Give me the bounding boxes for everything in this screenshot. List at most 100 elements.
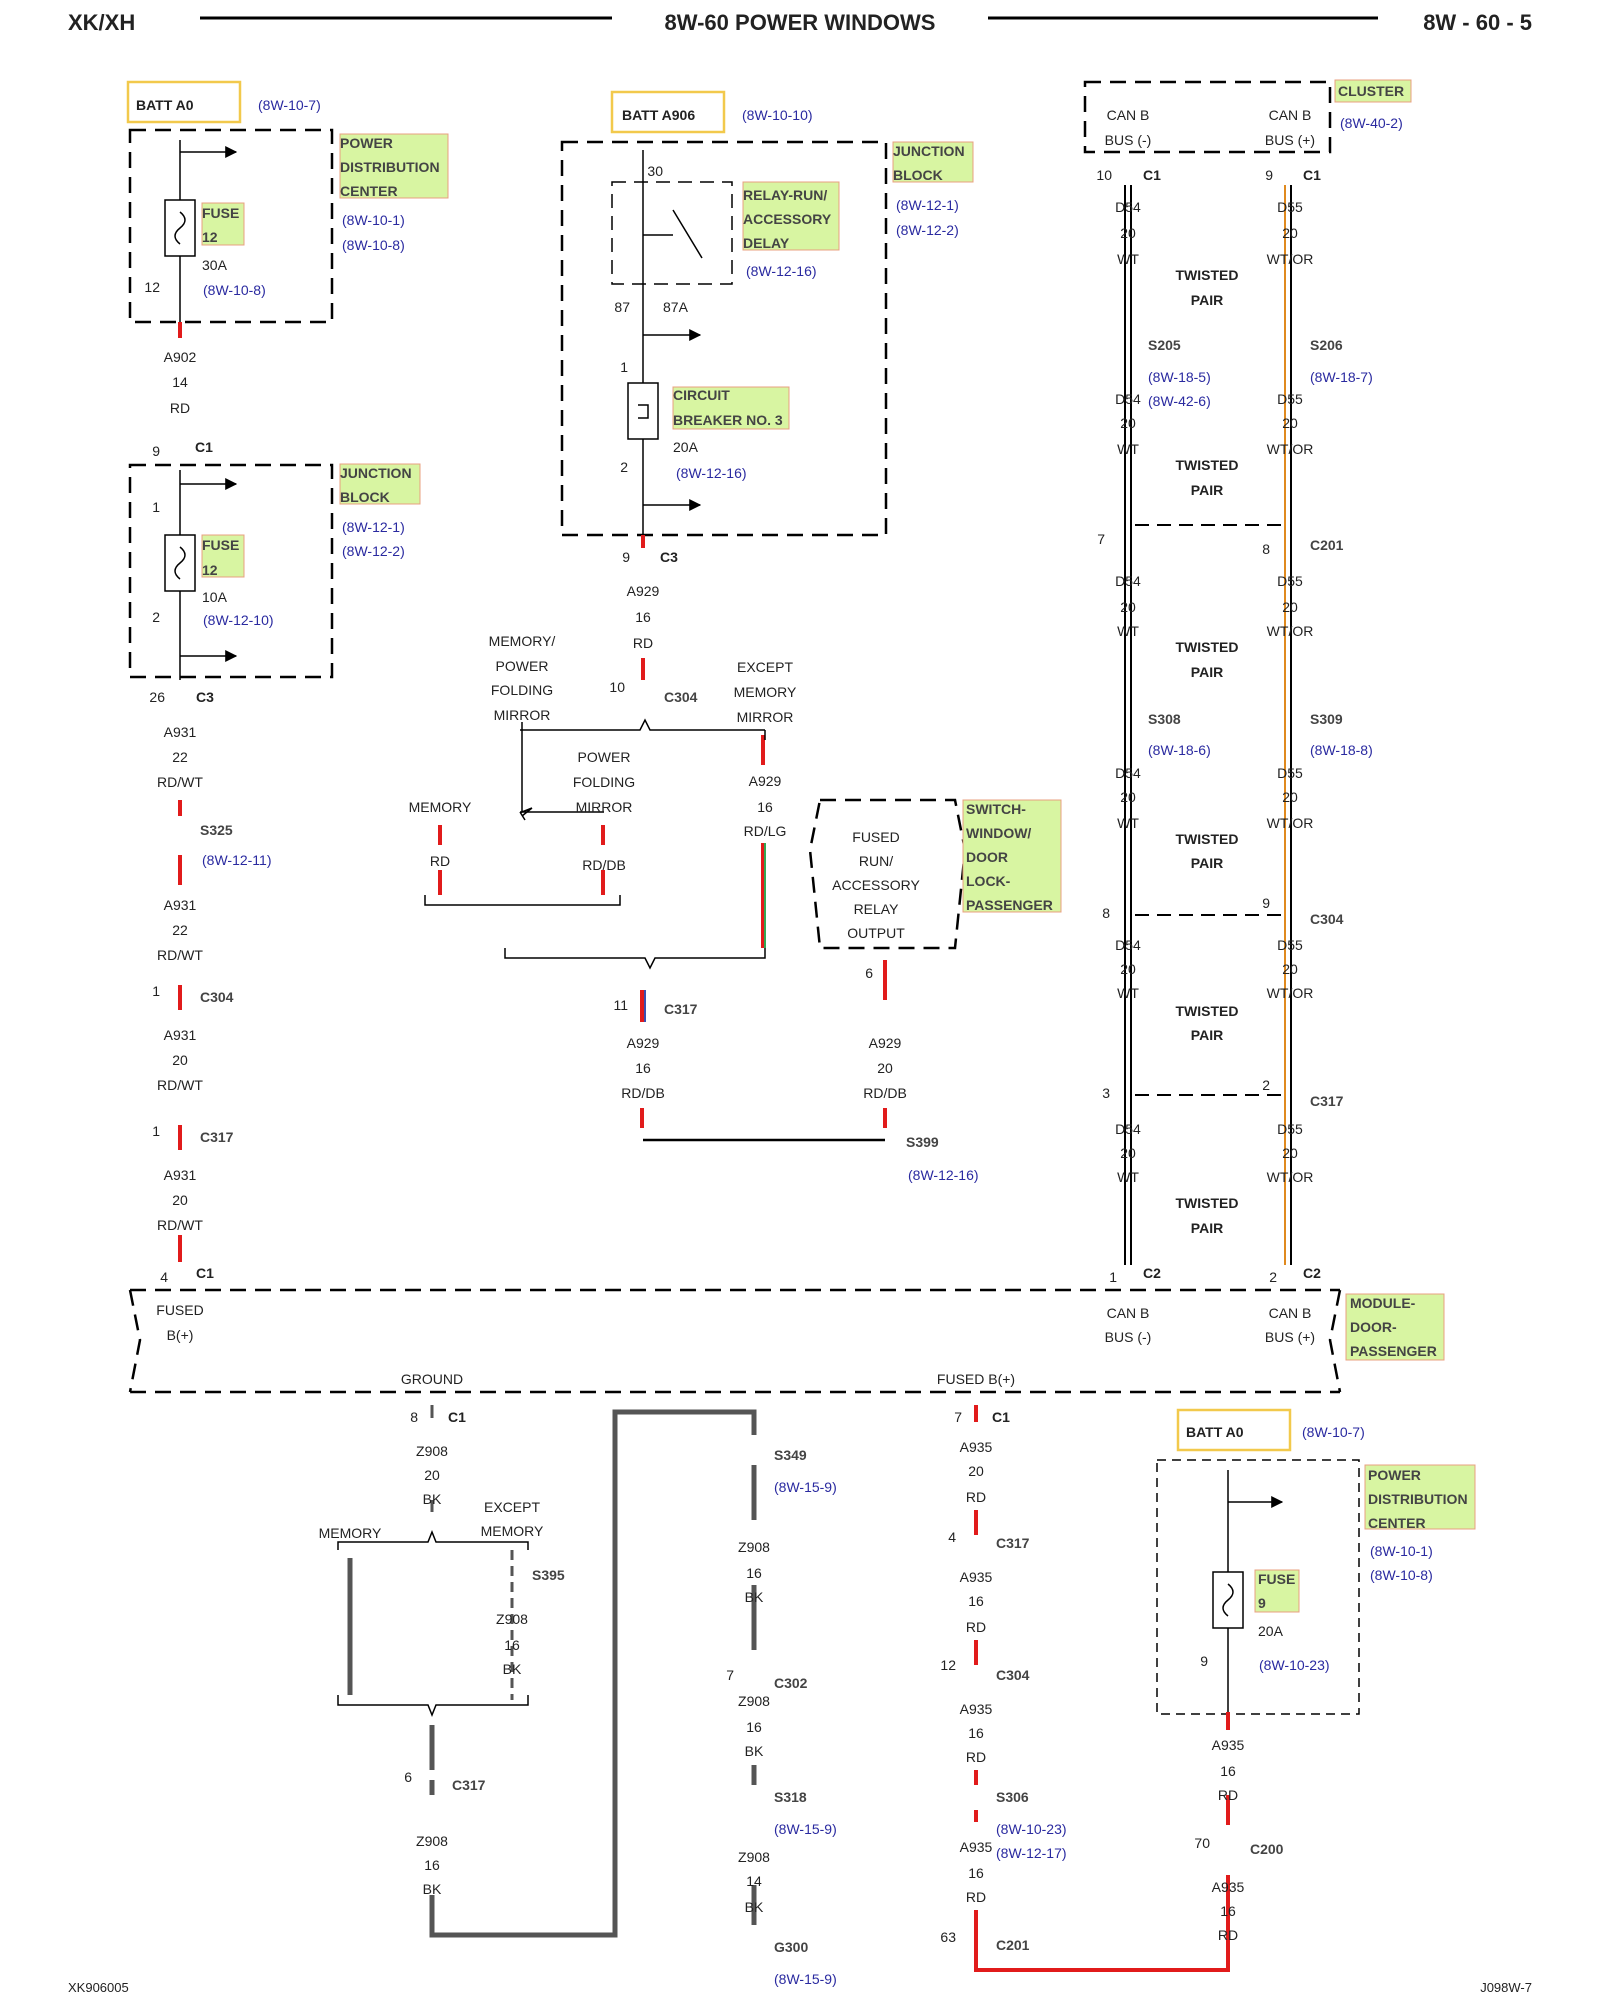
wire-label-84: POWER [578, 749, 631, 765]
component-label-3: DISTRIBUTION [340, 159, 440, 175]
connector-label-210: S395 [532, 1567, 565, 1583]
wire-label-16: C1 [195, 439, 213, 455]
reference-link-1[interactable]: (8W-10-7) [258, 97, 321, 113]
reference-link-55[interactable]: (8W-12-1) [896, 197, 959, 213]
wire-label-127: D55 [1277, 199, 1303, 215]
component-label-199: DOOR- [1350, 1319, 1397, 1335]
wire-label-129: WT/OR [1267, 251, 1314, 267]
wires [178, 140, 1230, 1972]
wire-label-277: A935 [1212, 1879, 1245, 1895]
page-number: 8W - 60 - 5 [1423, 10, 1532, 35]
wire-label-141: 20 [1282, 415, 1298, 431]
cluster-box [1083, 80, 1332, 154]
footer-left: XK906005 [68, 1980, 129, 1995]
component-label-262: POWER [1368, 1467, 1421, 1483]
wire-label-75: MEMORY/ [489, 633, 556, 649]
wire-label-154: TWISTED [1176, 639, 1239, 655]
component-label-23: 12 [202, 562, 218, 578]
wire-label-217: 16 [424, 1857, 440, 1873]
reference-link-220[interactable]: (8W-15-9) [774, 1479, 837, 1495]
reference-link-61[interactable]: (8W-12-16) [746, 263, 817, 279]
reference-link-135[interactable]: (8W-42-6) [1148, 393, 1211, 409]
wire-label-278: 16 [1220, 1903, 1236, 1919]
wire-label-211: Z908 [496, 1611, 528, 1627]
wire-label-140: D55 [1277, 391, 1303, 407]
component-label-268: 9 [1258, 1595, 1266, 1611]
reference-link-254[interactable]: (8W-12-17) [996, 1845, 1067, 1861]
reference-link-253[interactable]: (8W-10-23) [996, 1821, 1067, 1837]
reference-link-20[interactable]: (8W-12-2) [342, 543, 405, 559]
reference-link-271[interactable]: (8W-10-23) [1259, 1657, 1330, 1673]
component-label-65: CIRCUIT [673, 387, 730, 403]
wire-label-121: C1 [1143, 167, 1161, 183]
reference-link-230[interactable]: (8W-15-9) [774, 1821, 837, 1837]
wire-label-70: 9 [622, 549, 630, 565]
wire-label-273: 16 [1220, 1763, 1236, 1779]
reference-link-134[interactable]: (8W-18-5) [1148, 369, 1211, 385]
wire-label-93: FUSED [852, 829, 899, 845]
wire-label-90: A929 [749, 773, 782, 789]
wire-label-87: MEMORY [409, 799, 472, 815]
reference-link-11[interactable]: (8W-10-8) [203, 282, 266, 298]
reference-link-19[interactable]: (8W-12-1) [342, 519, 405, 535]
wire-label-116: CAN B [1269, 107, 1312, 123]
component-label-4: CENTER [340, 183, 398, 199]
wire-label-232: 14 [746, 1873, 762, 1889]
reference-link-136[interactable]: (8W-18-7) [1310, 369, 1373, 385]
reference-link-6[interactable]: (8W-10-8) [342, 237, 405, 253]
wire-label-182: D54 [1115, 1121, 1141, 1137]
wire-label-175: 20 [1282, 961, 1298, 977]
reference-link-69[interactable]: (8W-12-16) [676, 465, 747, 481]
wire-label-31: RD/WT [157, 774, 203, 790]
connector-label-38: C304 [200, 989, 234, 1005]
wire-label-139: WT [1117, 441, 1139, 457]
wire-label-194: CAN B [1107, 1305, 1150, 1321]
wire-label-167: PAIR [1191, 855, 1223, 871]
wire-label-207: MEMORY [319, 1525, 382, 1541]
wire-label-153: WT/OR [1267, 623, 1314, 639]
wire-label-192: 2 [1269, 1269, 1277, 1285]
wire-label-78: MIRROR [494, 707, 551, 723]
wire-label-143: TWISTED [1176, 457, 1239, 473]
wire-label-227: 16 [746, 1719, 762, 1735]
wire-label-34: A931 [164, 897, 197, 913]
wire-label-148: D54 [1115, 573, 1141, 589]
wire-label-64: 1 [620, 359, 628, 375]
connector-label-133: S206 [1310, 337, 1343, 353]
wire-label-178: PAIR [1191, 1027, 1223, 1043]
reference-link-113[interactable]: (8W-12-16) [908, 1167, 979, 1183]
reference-link-26[interactable]: (8W-12-10) [203, 612, 274, 628]
wire-label-30: 22 [172, 749, 188, 765]
wire-label-89: RD/DB [582, 857, 626, 873]
wire-label-188: TWISTED [1176, 1195, 1239, 1211]
reference-link-52[interactable]: (8W-10-10) [742, 107, 813, 123]
reference-link-261[interactable]: (8W-10-7) [1302, 1424, 1365, 1440]
wire-label-197: BUS (+) [1265, 1329, 1315, 1345]
connector-label-157: S309 [1310, 711, 1343, 727]
component-label-118: CLUSTER [1338, 83, 1404, 99]
wire-label-10: 12 [144, 279, 160, 295]
wire-label-155: PAIR [1191, 664, 1223, 680]
reference-link-56[interactable]: (8W-12-2) [896, 222, 959, 238]
reference-link-33[interactable]: (8W-12-11) [202, 852, 272, 868]
reference-link-158[interactable]: (8W-18-6) [1148, 742, 1211, 758]
wire-label-176: WT/OR [1267, 985, 1314, 1001]
wire-label-82: MEMORY [734, 684, 797, 700]
reference-link-235[interactable]: (8W-15-9) [774, 1971, 837, 1987]
connector-label-147: C201 [1310, 537, 1344, 553]
reference-link-265[interactable]: (8W-10-1) [1370, 1543, 1433, 1559]
wire-label-73: 16 [635, 609, 651, 625]
wire-label-15: 9 [152, 443, 160, 459]
reference-link-5[interactable]: (8W-10-1) [342, 212, 405, 228]
component-label-18: BLOCK [340, 489, 390, 505]
reference-link-266[interactable]: (8W-10-8) [1370, 1567, 1433, 1583]
component-label-7: FUSE [202, 205, 239, 221]
reference-link-119[interactable]: (8W-40-2) [1340, 115, 1403, 131]
reference-link-159[interactable]: (8W-18-8) [1310, 742, 1373, 758]
wire-label-47: 4 [160, 1269, 168, 1285]
wire-label-72: A929 [627, 583, 660, 599]
page-title: 8W-60 POWER WINDOWS [665, 10, 936, 35]
wire-label-238: C1 [992, 1409, 1010, 1425]
wire-label-196: CAN B [1269, 1305, 1312, 1321]
wire-label-79: 10 [609, 679, 625, 695]
